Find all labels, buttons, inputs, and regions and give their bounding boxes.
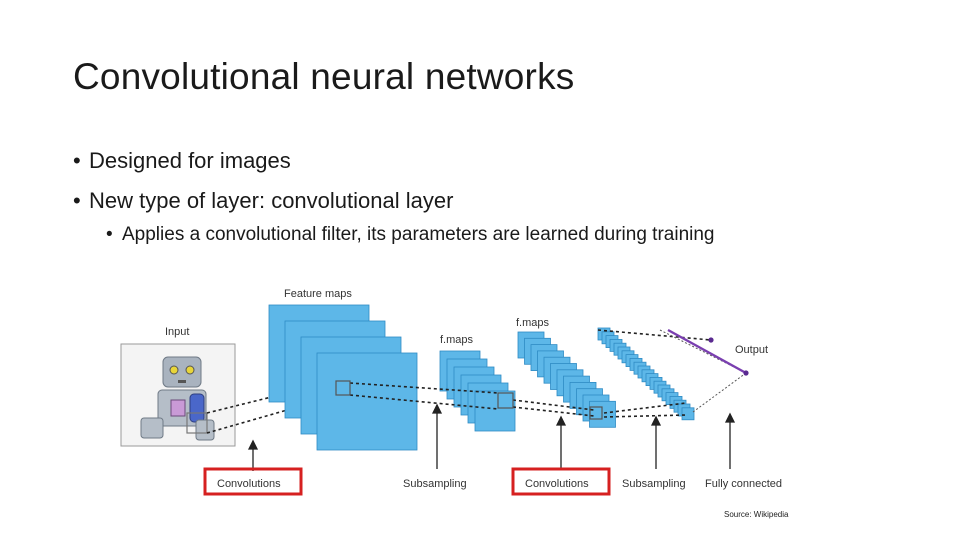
sub-bullet-glyph: • xyxy=(106,224,113,245)
input-receptive-field xyxy=(186,412,208,434)
receptive-field-box xyxy=(589,406,603,420)
bullet-glyph: • xyxy=(73,148,81,173)
source-caption: Source: Wikipedia xyxy=(724,510,789,519)
label-fully-connected: Fully connected xyxy=(705,478,782,490)
output-node xyxy=(708,337,714,343)
label-subsampling-2: Subsampling xyxy=(622,478,686,490)
label-feature-maps: Feature maps xyxy=(284,288,352,300)
bullet-2: • New type of layer: convolutional layer xyxy=(73,188,453,214)
robot-icon xyxy=(140,356,215,441)
output-line xyxy=(667,328,747,375)
feature-map-tiny xyxy=(681,407,695,421)
label-fmaps-1: f.maps xyxy=(440,334,474,346)
feature-map-small xyxy=(474,390,516,432)
slide-title: Convolutional neural networks xyxy=(73,56,575,97)
label-convolutions-1: Convolutions xyxy=(217,478,281,490)
receptive-field-box xyxy=(497,392,514,409)
arrows xyxy=(247,403,736,471)
fmaps-stack-1 xyxy=(439,350,516,432)
fmaps-stack-3 xyxy=(597,327,695,421)
conv1-highlight-box xyxy=(203,467,303,496)
projection-lines-2 xyxy=(349,329,712,418)
bullet-glyph: • xyxy=(73,188,81,213)
fmaps-stack-2 xyxy=(517,331,616,428)
sub-bullet: • Applies a convolutional filter, its par… xyxy=(106,224,715,246)
label-input: Input xyxy=(165,326,189,338)
label-convolutions-2: Convolutions xyxy=(525,478,589,490)
output-node xyxy=(743,370,749,376)
input-image xyxy=(120,343,236,447)
label-fmaps-2: f.maps xyxy=(516,317,550,329)
bullet-2-text: New type of layer: convolutional layer xyxy=(89,188,454,213)
feature-map xyxy=(316,352,418,451)
sub-bullet-text: Applies a convolutional filter, its para… xyxy=(122,224,715,245)
conv2-highlight-box xyxy=(511,467,611,496)
bullet-1: • Designed for images xyxy=(73,148,291,174)
label-output: Output xyxy=(735,344,768,356)
label-subsampling-1: Subsampling xyxy=(403,478,467,490)
bullet-1-text: Designed for images xyxy=(89,148,291,173)
feature-maps-stack xyxy=(268,304,418,451)
receptive-field-box xyxy=(335,380,351,396)
